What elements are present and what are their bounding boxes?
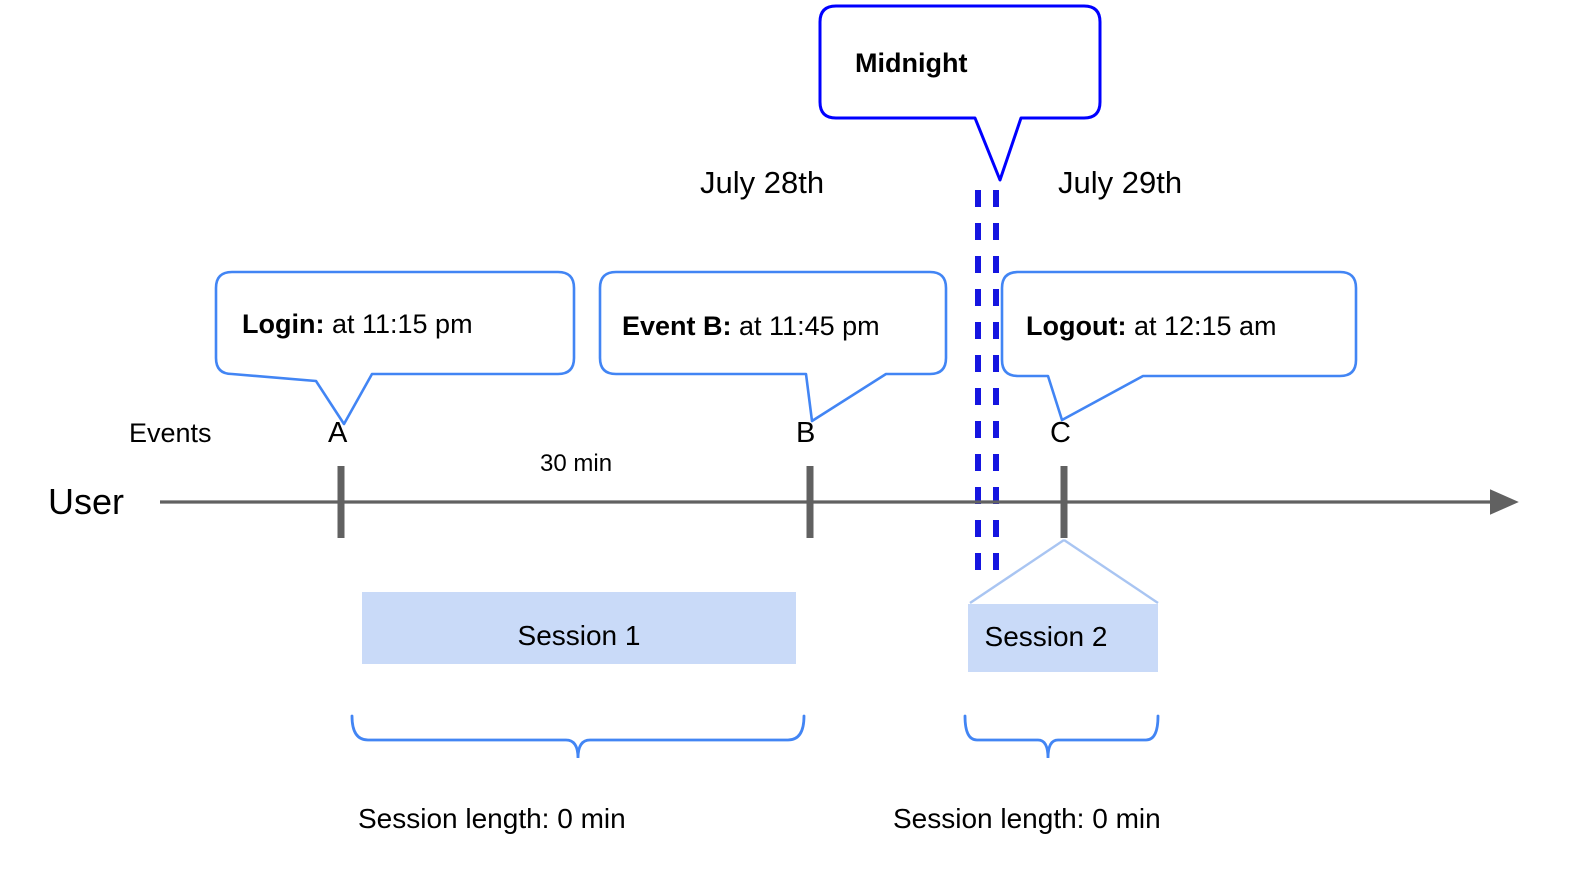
session-1-length-label: Session length: 0 min bbox=[358, 803, 626, 834]
session-2-leader-lines bbox=[969, 539, 1159, 604]
duration-label-30min: 30 min bbox=[540, 450, 612, 477]
user-row-label: User bbox=[48, 481, 124, 522]
event-b-callout[interactable]: Event B: at 11:45 pm bbox=[598, 270, 948, 423]
session-2-bar-label: Session 2 bbox=[985, 621, 1108, 652]
session-2-leader-left bbox=[969, 539, 1065, 604]
midnight-divider bbox=[975, 190, 999, 578]
events-row-label: Events bbox=[129, 418, 212, 448]
session-2-bar[interactable]: Session 2 bbox=[968, 604, 1158, 672]
logout-callout[interactable]: Logout: at 12:15 am bbox=[1000, 270, 1358, 422]
tick-label-a: A bbox=[328, 417, 348, 449]
tick-label-b: B bbox=[796, 417, 815, 449]
event-b-callout-rest: at 11:45 pm bbox=[732, 311, 880, 341]
event-b-callout-text: Event B: at 11:45 pm bbox=[622, 311, 880, 341]
session-2-brace bbox=[963, 714, 1160, 759]
midnight-callout-label: Midnight bbox=[855, 48, 967, 78]
midnight-callout-shape bbox=[818, 4, 1102, 182]
session-2-leader-right bbox=[1063, 539, 1159, 604]
logout-callout-shape bbox=[1000, 270, 1358, 422]
date-label-july-28: July 28th bbox=[700, 165, 824, 200]
session-2-bar-rect bbox=[968, 604, 1158, 672]
login-callout-text: Login: at 11:15 pm bbox=[242, 309, 473, 339]
session-1-brace bbox=[350, 714, 806, 759]
logout-callout-rest: at 12:15 am bbox=[1126, 311, 1276, 341]
login-callout-shape bbox=[214, 270, 576, 426]
login-callout-bold: Login: bbox=[242, 309, 324, 339]
tick-label-c: C bbox=[1050, 417, 1071, 449]
logout-callout-text: Logout: at 12:15 am bbox=[1026, 311, 1277, 341]
login-callout[interactable]: Login: at 11:15 pm bbox=[214, 270, 576, 426]
date-label-july-29: July 29th bbox=[1058, 165, 1182, 200]
logout-callout-bold: Logout: bbox=[1026, 311, 1126, 341]
event-b-callout-bold: Event B: bbox=[622, 311, 732, 341]
session-2-length-label: Session length: 0 min bbox=[893, 803, 1161, 834]
login-callout-rest: at 11:15 pm bbox=[324, 309, 472, 339]
session-1-bar-label: Session 1 bbox=[518, 620, 641, 651]
event-b-callout-shape bbox=[598, 270, 948, 423]
midnight-callout[interactable]: Midnight bbox=[818, 4, 1102, 182]
session-1-bar-rect bbox=[362, 592, 796, 664]
session-1-bar[interactable]: Session 1 bbox=[362, 592, 796, 664]
